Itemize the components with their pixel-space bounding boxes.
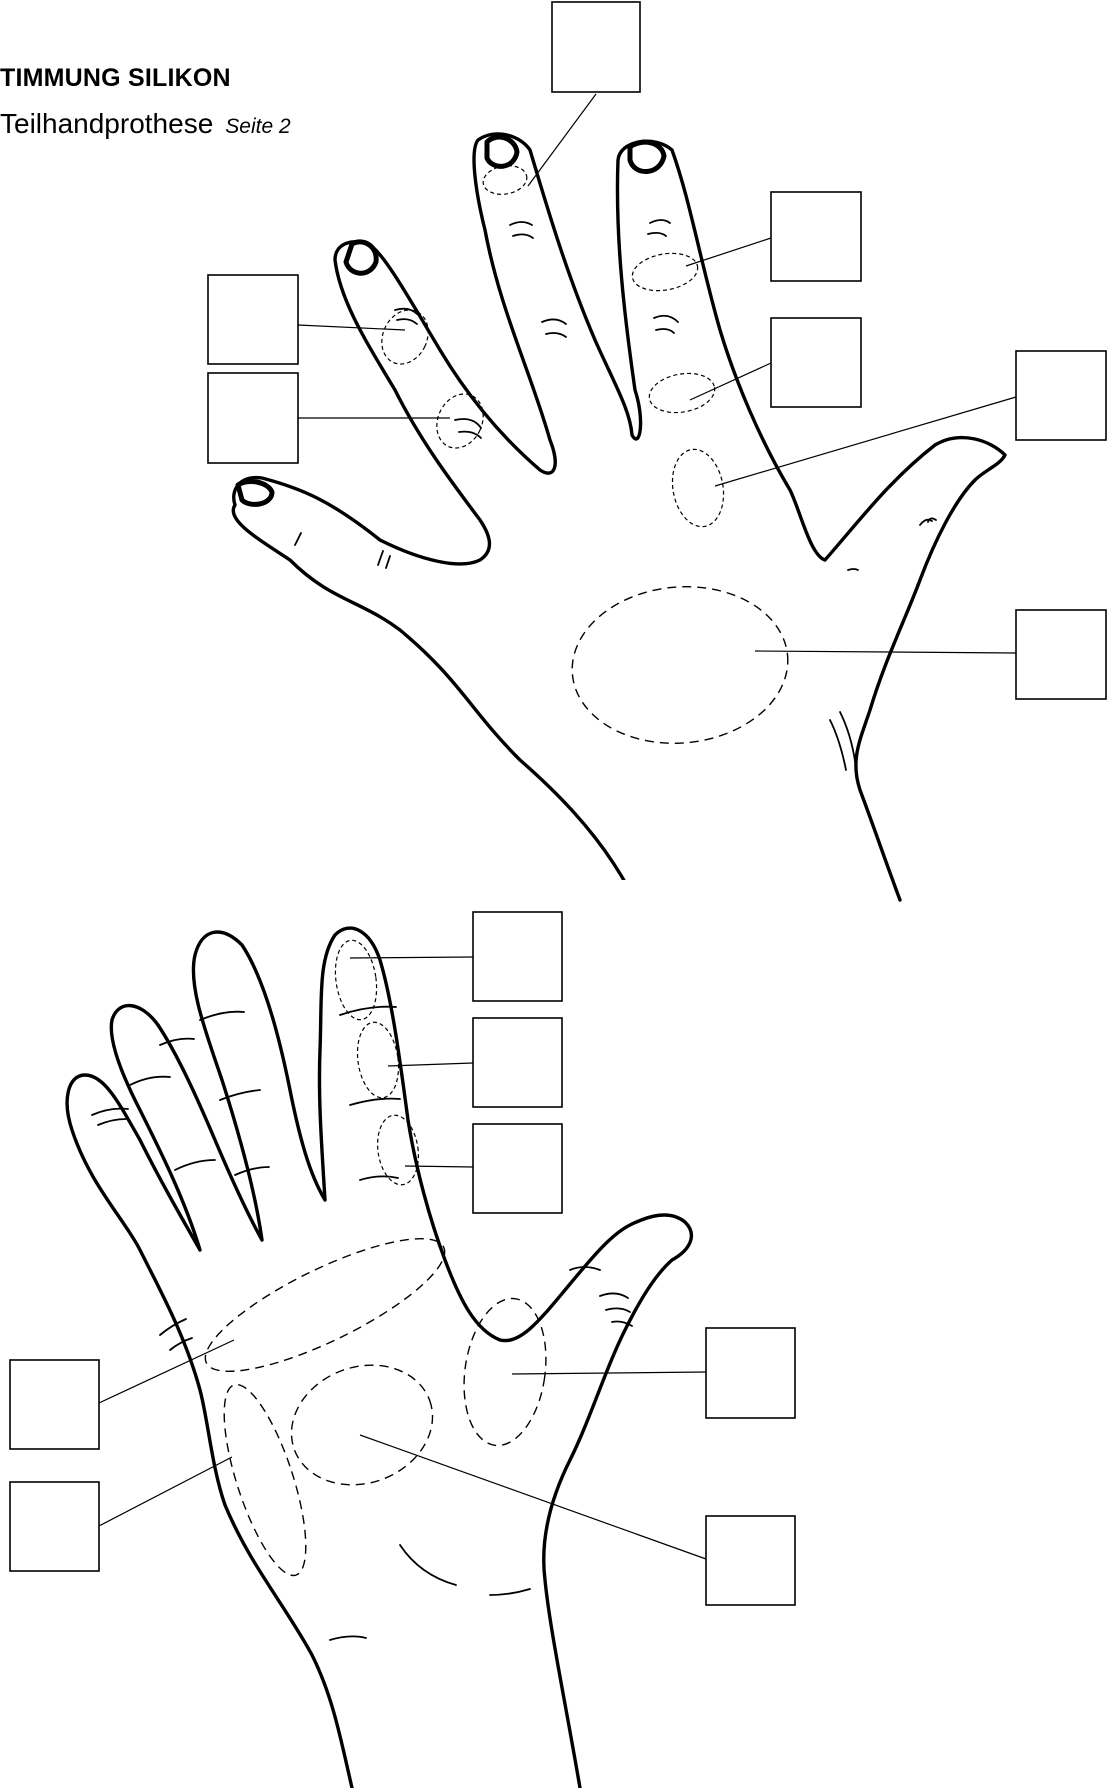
answer-box-11[interactable] (9, 1359, 100, 1450)
lower-hand-clean (60, 880, 710, 1788)
upper-hand (231, 132, 1007, 992)
answer-box-14[interactable] (705, 1515, 796, 1606)
answer-box-13[interactable] (705, 1327, 796, 1419)
answer-box-12[interactable] (9, 1481, 100, 1572)
answer-box-6[interactable] (1015, 350, 1107, 441)
answer-box-3[interactable] (207, 372, 299, 464)
page-label: Seite 2 (225, 115, 291, 138)
answer-box-8[interactable] (472, 911, 563, 1002)
page-title: TIMMUNG SILIKON (0, 64, 231, 92)
subtitle-text: Teilhandprothese (0, 108, 214, 139)
answer-box-9[interactable] (472, 1017, 563, 1108)
subtitle: Teilhandprothese Seite 2 (0, 108, 291, 140)
answer-box-4[interactable] (770, 191, 862, 282)
answer-box-5[interactable] (770, 317, 862, 408)
answer-box-1[interactable] (551, 1, 641, 93)
answer-box-2[interactable] (207, 274, 299, 365)
upper-hand-outline (231, 132, 1007, 992)
answer-box-10[interactable] (472, 1123, 563, 1214)
answer-box-7[interactable] (1015, 609, 1107, 700)
